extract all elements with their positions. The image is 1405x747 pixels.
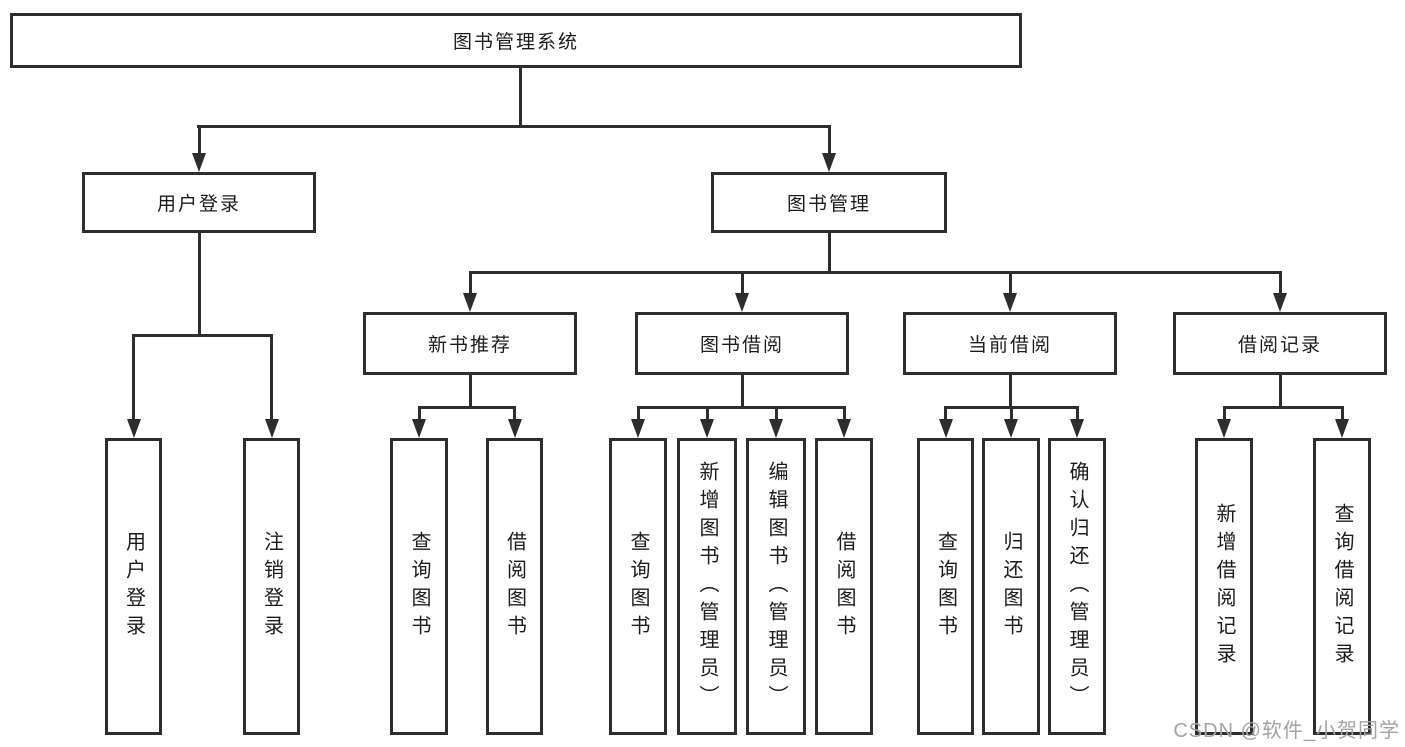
connector-line <box>418 406 516 409</box>
arrow-down-icon <box>1335 419 1349 438</box>
connector-line <box>519 68 522 127</box>
leaf-query-borrow-record: 查询借阅记录 <box>1313 438 1371 735</box>
connector-line <box>828 233 831 274</box>
leaf-user-login: 用户登录 <box>105 438 162 735</box>
arrow-down-icon <box>735 293 749 312</box>
connector-line <box>1010 406 1013 420</box>
connector-line <box>469 375 472 409</box>
connector-line <box>418 406 421 420</box>
arrow-down-icon <box>463 293 477 312</box>
connector-line <box>741 271 744 295</box>
connector-line <box>1009 375 1012 409</box>
connector-line <box>270 334 273 420</box>
leaf-confirm-return-admin: 确认归还（管理员） <box>1048 438 1106 735</box>
connector-line <box>469 271 472 295</box>
leaf-query-books: 查询图书 <box>917 438 974 735</box>
node-book-borrow: 图书借阅 <box>635 312 849 375</box>
connector-line <box>775 406 778 420</box>
connector-line <box>1341 406 1344 420</box>
node-current-borrow: 当前借阅 <box>903 312 1117 375</box>
connector-line <box>1009 271 1012 295</box>
arrow-down-icon <box>769 419 783 438</box>
arrow-down-icon <box>127 419 141 438</box>
connector-line <box>637 406 846 409</box>
arrow-down-icon <box>508 419 522 438</box>
leaf-query-books: 查询图书 <box>390 438 448 735</box>
leaf-edit-books-admin: 编辑图书（管理员） <box>746 438 806 735</box>
connector-line <box>198 233 201 337</box>
connector-line <box>1279 375 1282 409</box>
arrow-down-icon <box>939 419 953 438</box>
arrow-down-icon <box>192 153 206 172</box>
arrow-down-icon <box>1217 419 1231 438</box>
arrow-down-icon <box>837 419 851 438</box>
connector-line <box>706 406 709 420</box>
connector-line <box>198 126 201 154</box>
leaf-borrow-books: 借阅图书 <box>815 438 873 735</box>
arrow-down-icon <box>1004 419 1018 438</box>
connector-line <box>1223 406 1226 420</box>
node-book-management: 图书管理 <box>711 172 947 233</box>
connector-line <box>1223 406 1344 409</box>
arrow-down-icon <box>822 153 836 172</box>
leaf-query-books: 查询图书 <box>609 438 667 735</box>
watermark: CSDN @软件_小贺同学 <box>1173 720 1400 742</box>
connector-line <box>513 406 516 420</box>
node-library-system: 图书管理系统 <box>10 13 1022 68</box>
connector-line <box>1076 406 1079 420</box>
arrow-down-icon <box>265 419 279 438</box>
leaf-logout: 注销登录 <box>243 438 300 735</box>
connector-line <box>1279 271 1282 295</box>
connector-line <box>843 406 846 420</box>
connector-line <box>132 334 135 420</box>
connector-line <box>197 125 831 128</box>
arrow-down-icon <box>1070 419 1084 438</box>
connector-line <box>637 406 640 420</box>
arrow-down-icon <box>631 419 645 438</box>
node-new-book-recommend: 新书推荐 <box>363 312 577 375</box>
leaf-add-books-admin: 新增图书（管理员） <box>677 438 737 735</box>
node-user-login: 用户登录 <box>82 172 316 233</box>
node-borrow-records: 借阅记录 <box>1173 312 1387 375</box>
connector-line <box>469 271 1282 274</box>
arrow-down-icon <box>412 419 426 438</box>
arrow-down-icon <box>1273 293 1287 312</box>
leaf-borrow-books: 借阅图书 <box>486 438 543 735</box>
connector-line <box>741 375 744 409</box>
arrow-down-icon <box>1003 293 1017 312</box>
arrow-down-icon <box>700 419 714 438</box>
leaf-add-borrow-record: 新增借阅记录 <box>1195 438 1253 735</box>
connector-line <box>132 334 273 337</box>
connector-line <box>944 406 947 420</box>
connector-line <box>828 126 831 154</box>
leaf-return-books: 归还图书 <box>982 438 1040 735</box>
